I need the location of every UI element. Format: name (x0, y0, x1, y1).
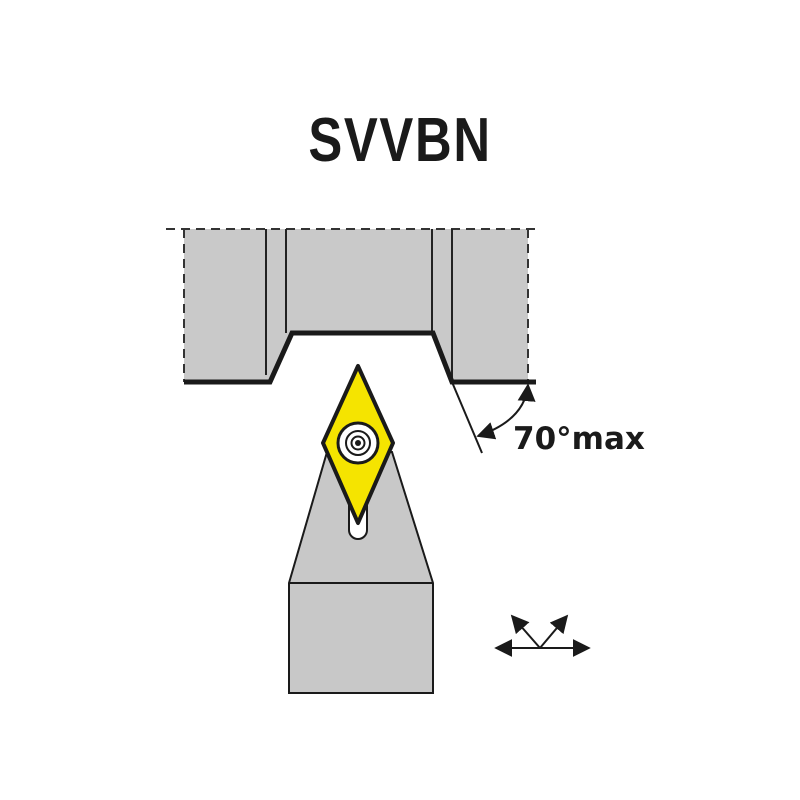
feed-direction-icon (494, 614, 591, 657)
angle-label: 70°max (513, 421, 645, 457)
workpiece (166, 228, 540, 385)
angle-indicator (451, 381, 536, 454)
page-title: SVVBN (308, 106, 492, 175)
screw-icon (345, 430, 371, 456)
